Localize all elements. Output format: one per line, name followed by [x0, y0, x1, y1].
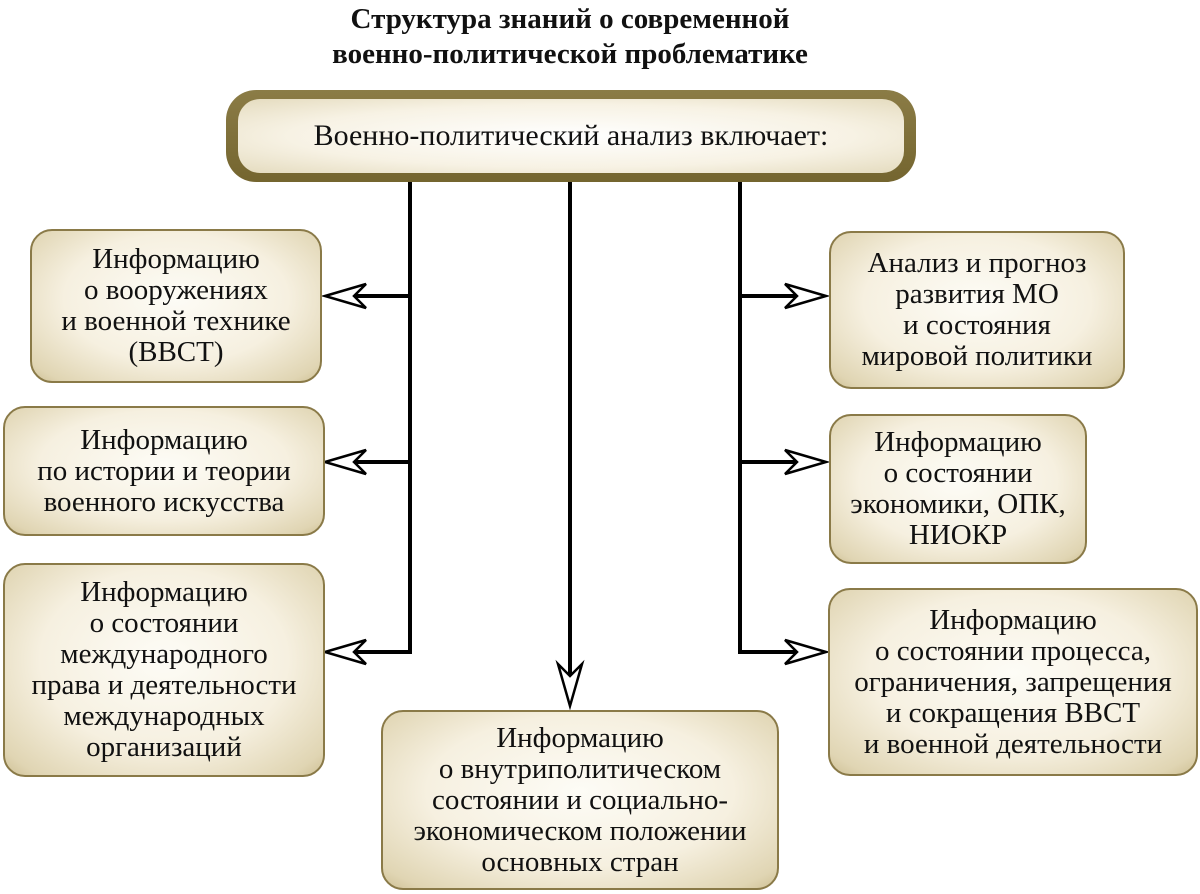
node-international-law-line-4: права и деятельности — [31, 669, 297, 701]
node-arms-control-line-2: о состоянии процесса, — [875, 634, 1151, 667]
node-economy: Информацию о состоянии экономики, ОПК, Н… — [829, 414, 1087, 564]
node-domestic-politics: Информацию о внутриполитическом состояни… — [381, 710, 779, 890]
node-world-politics-line-1: Анализ и прогноз — [867, 247, 1087, 279]
arrowhead-left-2 — [320, 448, 367, 476]
node-international-law-line-6: организаций — [86, 731, 242, 763]
node-world-politics-line-2: развития МО — [895, 278, 1059, 310]
root-node: Военно-политический анализ включает: — [238, 99, 904, 173]
node-international-law-line-3: международного — [60, 638, 268, 670]
arrowhead-right-3 — [784, 638, 831, 666]
node-armaments: Информацию о вооружениях и военной техни… — [30, 229, 322, 383]
diagram-title: Структура знаний о современной военно-по… — [0, 2, 1140, 72]
node-domestic-politics-line-4: экономическом положении — [413, 814, 747, 847]
node-arms-control: Информацию о состоянии процесса, огранич… — [828, 588, 1198, 776]
node-military-history-line-1: Информацию — [80, 423, 248, 456]
node-domestic-politics-line-1: Информацию — [496, 721, 664, 754]
root-node-frame: Военно-политический анализ включает: — [226, 90, 916, 182]
arrowhead-right-1 — [784, 282, 831, 310]
node-domestic-politics-line-2: о внутриполитическом — [438, 752, 722, 785]
node-armaments-line-4: (ВВСТ) — [128, 336, 224, 368]
node-world-politics: Анализ и прогноз развития МО и состояния… — [829, 231, 1125, 389]
arrowhead-left-1 — [320, 282, 367, 310]
root-node-label: Военно-политический анализ включает: — [313, 119, 829, 152]
node-domestic-politics-line-3: состоянии и социально- — [431, 783, 729, 816]
arrowhead-right-2 — [784, 448, 831, 476]
title-line-1: Структура знаний о современной — [350, 3, 790, 35]
node-armaments-line-2: о вооружениях — [84, 274, 268, 306]
node-arms-control-line-1: Информацию — [929, 603, 1097, 636]
node-military-history: Информацию по истории и теории военного … — [3, 406, 325, 536]
node-international-law-line-1: Информацию — [80, 576, 248, 608]
node-economy-line-3: экономики, ОПК, — [850, 488, 1066, 520]
node-arms-control-line-5: и военной деятельности — [863, 727, 1163, 760]
node-arms-control-line-4: и сокращения ВВСТ — [885, 696, 1141, 729]
node-international-law-line-5: международных — [63, 700, 265, 732]
arrowhead-down — [555, 659, 585, 711]
node-world-politics-line-4: мировой политики — [861, 340, 1093, 372]
node-military-history-line-2: по истории и теории — [37, 454, 291, 487]
node-world-politics-line-3: и состояния — [903, 309, 1051, 341]
node-domestic-politics-line-5: основных стран — [481, 845, 679, 878]
title-line-2: военно-политической проблематике — [332, 38, 808, 70]
node-international-law: Информацию о состоянии международного пр… — [3, 563, 325, 777]
node-military-history-line-3: военного искусства — [43, 485, 285, 518]
node-international-law-line-2: о состоянии — [89, 607, 239, 639]
node-armaments-line-3: и военной технике — [61, 305, 291, 337]
arrowhead-left-3 — [320, 638, 367, 666]
node-economy-line-4: НИОКР — [908, 519, 1008, 551]
node-economy-line-1: Информацию — [874, 426, 1042, 458]
node-economy-line-2: о состоянии — [883, 457, 1033, 489]
node-armaments-line-1: Информацию — [92, 243, 260, 275]
node-arms-control-line-3: ограничения, запрещения — [854, 665, 1172, 698]
